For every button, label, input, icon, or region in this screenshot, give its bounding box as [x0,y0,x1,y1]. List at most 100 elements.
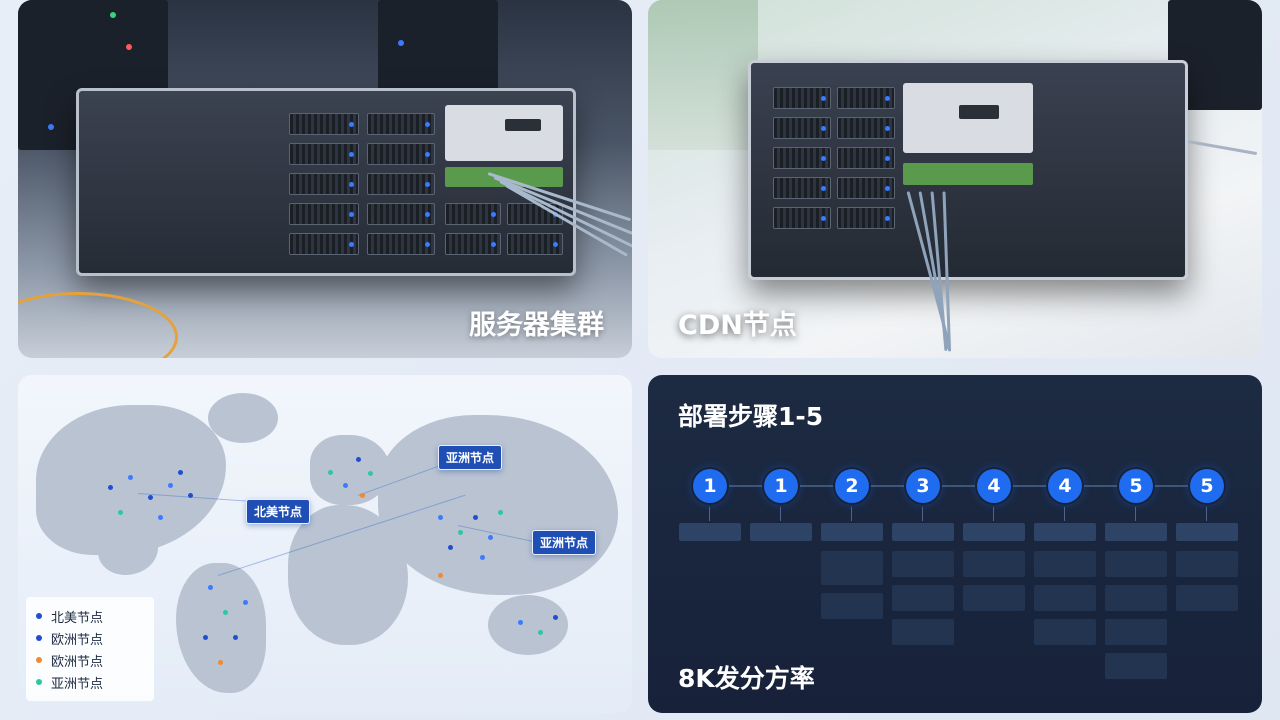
step-detail-block [892,551,954,577]
rack-led-icon [110,12,116,18]
step-connector [1064,507,1065,521]
node-marker-icon [448,545,453,550]
step-connector [851,507,852,521]
map-label-north-america: 北美节点 [246,499,311,524]
legend-dot-icon [36,613,42,619]
network-ports [903,163,1033,185]
lcd-display [959,105,999,119]
drive-bay [289,113,359,135]
step-number: 3 [906,469,940,503]
node-marker-icon [343,483,348,488]
greenland-shape [208,393,278,443]
server-cluster-panel: 服务器集群 [18,0,632,358]
control-panel [903,83,1033,153]
step-header-block [1105,523,1167,541]
node-marker-icon [148,495,153,500]
legend-row: 北美节点 [36,605,144,627]
node-marker-icon [208,585,213,590]
step-number: 5 [1119,469,1153,503]
drive-bay [367,113,435,135]
node-marker-icon [188,493,193,498]
lcd-display [505,119,541,131]
step-connector [1206,507,1207,521]
drive-bay [837,117,895,139]
rack-led-icon [126,44,132,50]
node-marker-icon [356,457,361,462]
drive-bay [773,87,831,109]
control-panel [445,105,563,161]
node-marker-icon [518,620,523,625]
step-number: 5 [1190,469,1224,503]
node-marker-icon [218,660,223,665]
node-marker-icon [553,615,558,620]
steps-title: 部署步骤1-5 [678,402,824,431]
node-marker-icon [108,485,113,490]
step-detail-block [1105,551,1167,577]
step-detail-block [1105,585,1167,611]
node-marker-icon [158,515,163,520]
step-detail-block [1176,551,1238,577]
window-foliage [648,0,758,150]
steps-timeline [710,485,1208,487]
step-header-block [963,523,1025,541]
step-number: 4 [977,469,1011,503]
drive-bay [837,87,895,109]
node-marker-icon [203,635,208,640]
network-cable [1187,140,1258,156]
server-chassis [76,88,576,276]
step-detail-block [821,593,883,619]
step-header-block [750,523,812,541]
legend-dot-icon [36,679,42,685]
australia-shape [488,595,568,655]
europe-shape [310,435,390,505]
drive-bay [289,203,359,225]
node-marker-icon [243,600,248,605]
drive-bay [289,173,359,195]
node-marker-icon [458,530,463,535]
step-detail-block [1176,585,1238,611]
step-detail-block [1105,653,1167,679]
node-marker-icon [488,535,493,540]
map-label-asia-right: 亚洲节点 [532,530,597,555]
cdn-server-chassis [748,60,1188,280]
drive-bay [773,147,831,169]
drive-bay [773,177,831,199]
step-header-block [1034,523,1096,541]
step-detail-block [892,619,954,645]
legend-label: 亚洲节点 [51,676,104,692]
node-marker-icon [118,510,123,515]
node-marker-icon [233,635,238,640]
drive-bay [367,233,435,255]
legend-dot-icon [36,657,42,663]
drive-bay [507,233,563,255]
rack-led-icon [48,124,54,130]
step-detail-block [1034,551,1096,577]
node-marker-icon [473,515,478,520]
legend-row: 欧洲节点 [36,627,144,649]
legend-label: 欧洲节点 [51,654,104,670]
step-header-block [892,523,954,541]
legend-label: 北美节点 [51,610,104,626]
cdn-node-panel: CDN节点 [648,0,1262,358]
drive-bay [445,203,501,225]
step-number: 1 [693,469,727,503]
drive-bay [367,143,435,165]
step-detail-block [1034,585,1096,611]
drive-bay [289,143,359,165]
node-marker-icon [480,555,485,560]
node-marker-icon [223,610,228,615]
server-cluster-caption: 服务器集群 [469,310,604,341]
node-marker-icon [438,515,443,520]
step-number: 1 [764,469,798,503]
node-marker-icon [178,470,183,475]
drive-bay [837,147,895,169]
drive-bay [773,207,831,229]
step-detail-block [1034,619,1096,645]
node-marker-icon [538,630,543,635]
legend-row: 欧洲节点 [36,649,144,671]
orange-cable [18,292,178,358]
node-marker-icon [328,470,333,475]
legend-label: 欧洲节点 [51,632,104,648]
drive-bay [367,203,435,225]
asia-shape [378,415,618,595]
